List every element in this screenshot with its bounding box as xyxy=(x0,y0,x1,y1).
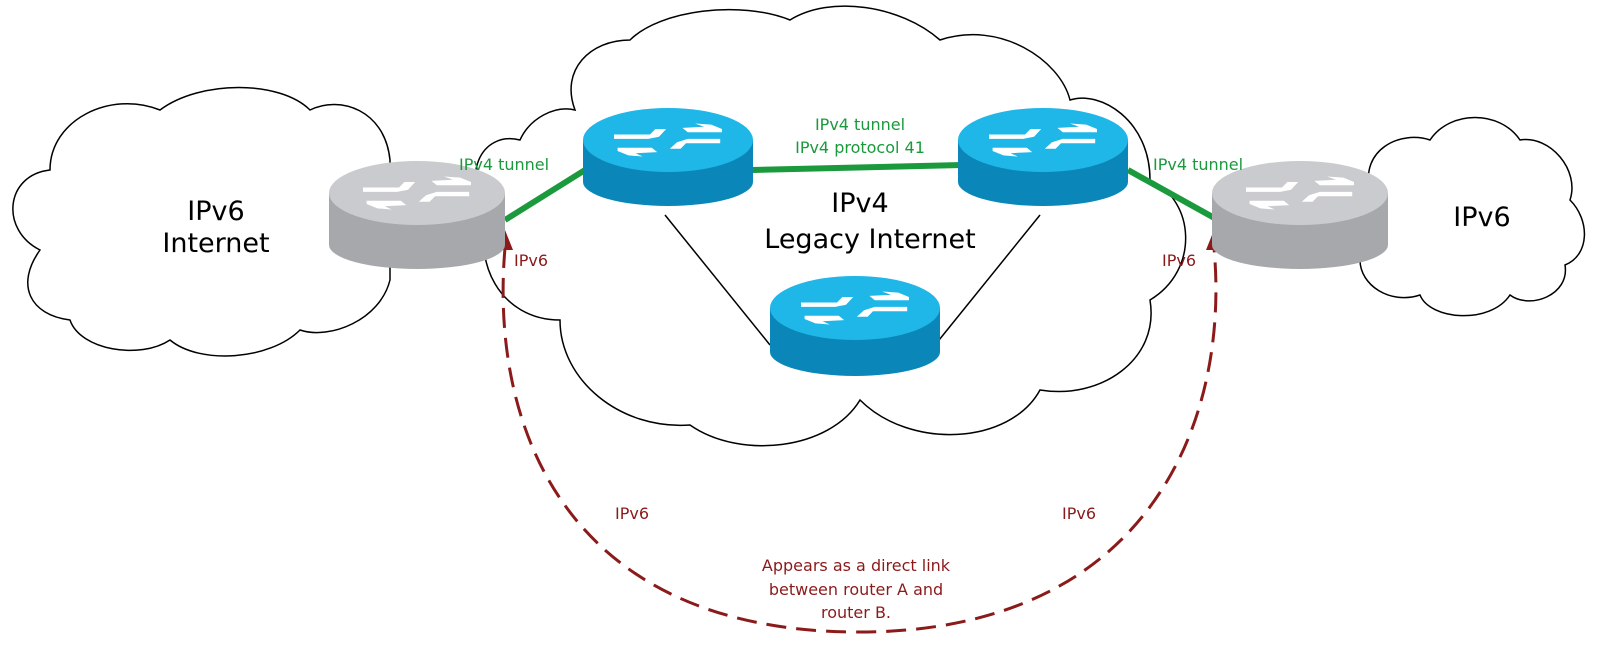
cloud-ipv6-right xyxy=(1359,116,1586,317)
cloud-center-label-line2: Legacy Internet xyxy=(764,224,975,255)
annotation-line1: Appears as a direct link xyxy=(762,556,951,575)
cloud-right-label: IPv6 xyxy=(1453,202,1510,233)
ipv6-label-arc-left: IPv6 xyxy=(615,504,649,523)
ipv6-label-near-router-b: IPv6 xyxy=(1162,251,1196,270)
ipv6-label-arc-right: IPv6 xyxy=(1062,504,1096,523)
cloud-center-label-line1: IPv4 xyxy=(831,188,888,219)
link-core-right-to-bottom xyxy=(934,214,1041,346)
tunnel-line-middle[interactable] xyxy=(751,162,963,173)
tunnel-line-left[interactable] xyxy=(503,167,587,223)
ipv6-label-near-router-a: IPv6 xyxy=(514,251,548,270)
tunnel-left-label: IPv4 tunnel xyxy=(459,155,549,174)
router-b-gray-icon[interactable] xyxy=(1212,161,1388,269)
cloud-ipv6-internet xyxy=(12,86,391,357)
tunnel-middle-label-line2: IPv4 protocol 41 xyxy=(795,138,925,157)
link-core-left-to-bottom xyxy=(664,214,771,346)
cloud-left-label-line2: Internet xyxy=(162,228,269,259)
annotation-line2: between router A and xyxy=(769,580,943,599)
tunnel-middle-label-line1: IPv4 tunnel xyxy=(815,115,905,134)
annotation-line3: router B. xyxy=(821,603,891,622)
tunnel-line-right[interactable] xyxy=(1126,167,1220,223)
core-router-bottom-blue-icon[interactable] xyxy=(770,276,940,376)
tunnel-right-label: IPv4 tunnel xyxy=(1153,155,1243,174)
cloud-left-label-line1: IPv6 xyxy=(187,196,244,227)
core-router-right-blue-icon[interactable] xyxy=(958,108,1128,206)
router-a-gray-icon[interactable] xyxy=(329,161,505,269)
core-router-left-blue-icon[interactable] xyxy=(583,108,753,206)
ipv6-direct-link-arc[interactable] xyxy=(501,247,1218,634)
